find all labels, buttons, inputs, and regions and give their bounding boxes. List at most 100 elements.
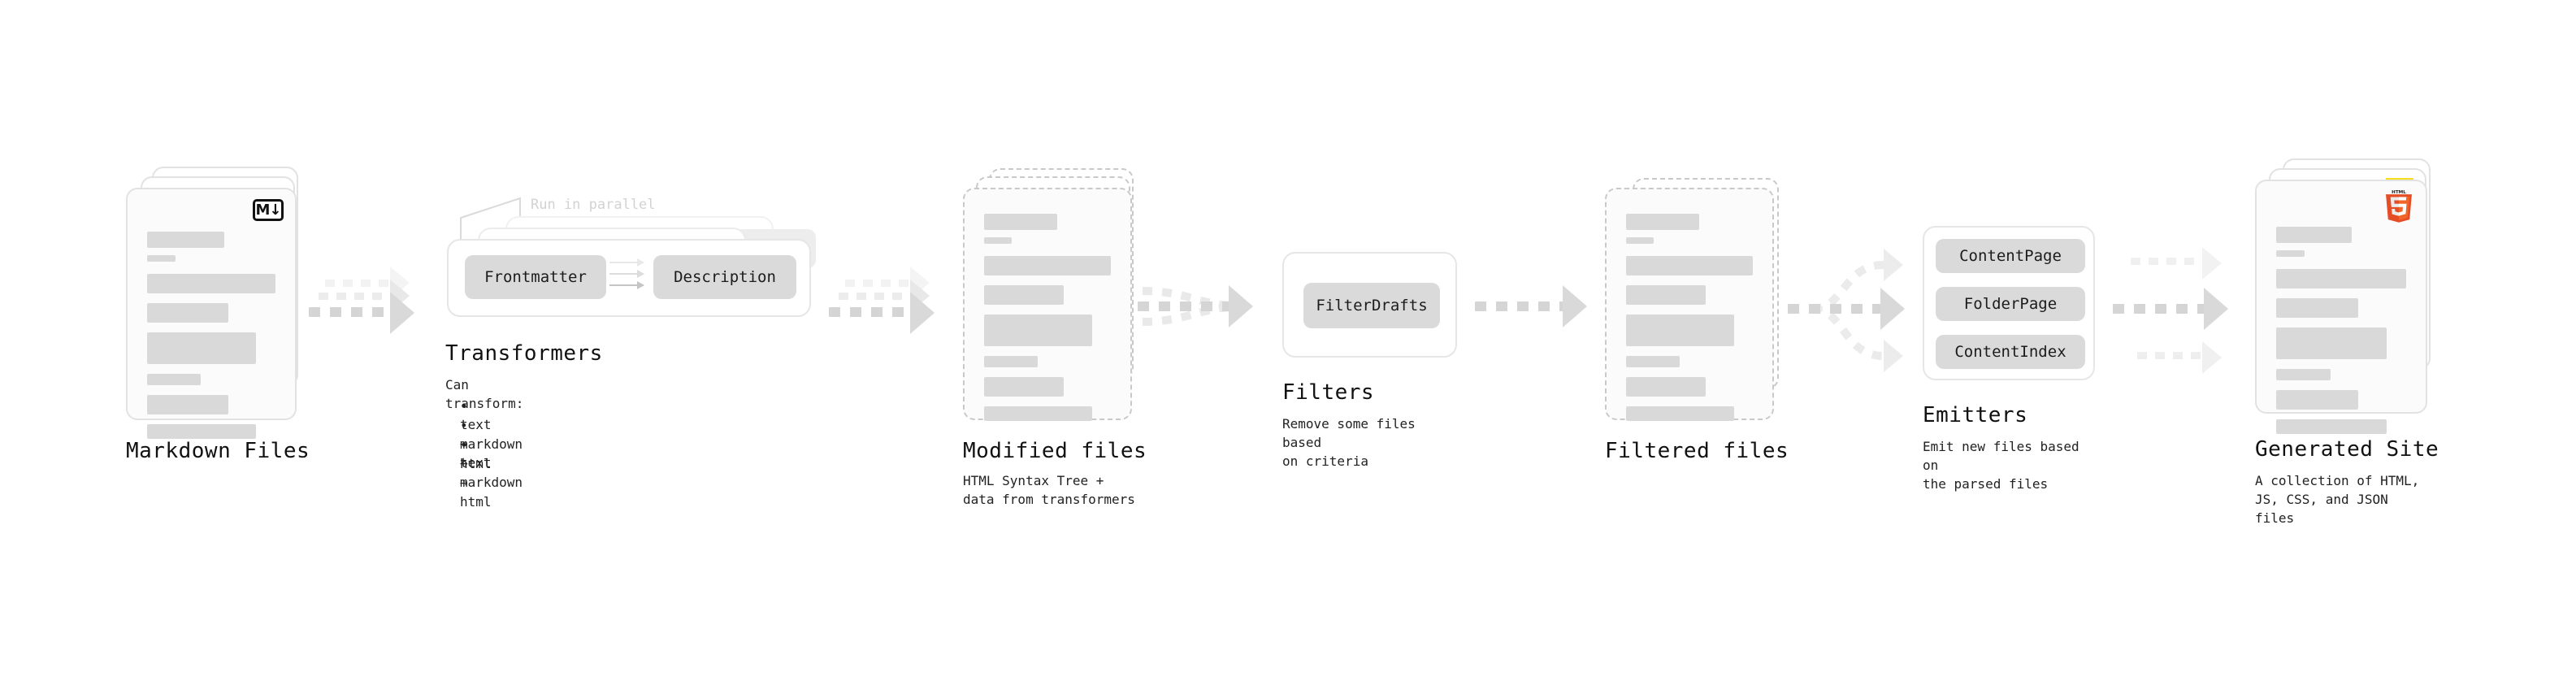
stage-title-markdown-files: Markdown Files [126, 439, 310, 463]
stage-title-filters: Filters [1282, 380, 1375, 405]
arrow-head [1884, 340, 1903, 372]
modified-files-subtitle: HTML Syntax Tree + data from transformer… [963, 473, 1135, 508]
stage-filters: FilterDrafts Filters Remove some files b… [1282, 252, 1457, 469]
transform-bullet-2: • html → html [460, 437, 492, 510]
arrow-emitters-to-site [2113, 236, 2259, 382]
skeleton-bar [984, 377, 1065, 397]
skeleton-bar [147, 303, 228, 323]
transform-bullet-1: • markdown → markdown [460, 418, 523, 490]
markdown-badge: M↓ [253, 199, 284, 221]
skeleton-bar [984, 256, 1111, 275]
emitters-panel: ContentPage FolderPage ContentIndex [1923, 226, 2095, 380]
dash-segment [839, 293, 917, 300]
skeleton-bar [1626, 285, 1706, 305]
parallel-bracket [460, 197, 521, 242]
card-skeleton [2276, 227, 2406, 434]
dash-segment [829, 307, 917, 317]
transformer-panel-front: Frontmatter Description [447, 239, 811, 317]
stage-title-filtered-files: Filtered files [1605, 439, 1789, 463]
dash-segment [309, 307, 397, 317]
skeleton-bar [984, 214, 1058, 230]
skeleton-bar [147, 374, 202, 385]
arrow-modified-to-filters [1138, 268, 1284, 349]
emitters-subtitle: Emit new files based on the parsed files [1923, 439, 2079, 492]
dash-segment [845, 280, 917, 287]
transformers-subtitle: Can transform: [445, 377, 524, 412]
card-front: M↓ [126, 188, 297, 439]
arrow-head [1880, 288, 1905, 330]
skeleton-bar [2276, 327, 2387, 359]
inner-arrow-ghost [609, 258, 644, 267]
skeleton-bar [2276, 419, 2387, 434]
stage-title-transformers: Transformers [445, 341, 603, 366]
stage-generated-site: JS HTML [2255, 158, 2439, 526]
generated-file-stack: JS HTML [2255, 158, 2434, 434]
card-front [963, 188, 1132, 421]
arrow-head [2202, 341, 2222, 374]
transform-bullet-0: • text → text [460, 398, 492, 471]
skeleton-bar [984, 285, 1065, 305]
dash-segment [319, 293, 397, 300]
skeleton-bar [1626, 356, 1680, 367]
markdown-file-stack: M↓ [126, 167, 301, 439]
skeleton-bar [2276, 269, 2406, 288]
arrow-head [1229, 285, 1253, 327]
skeleton-bar [2276, 369, 2331, 380]
arrow-filtered-to-emitters [1780, 236, 1926, 382]
inner-arrow [609, 281, 644, 289]
dash-segment [2131, 258, 2207, 265]
arrow-head [2202, 247, 2222, 280]
stage-emitters: ContentPage FolderPage ContentIndex Emit… [1923, 226, 2095, 492]
card-front [1605, 188, 1774, 421]
skeleton-bar [1626, 377, 1706, 397]
chip-filterdrafts[interactable]: FilterDrafts [1303, 283, 1440, 328]
skeleton-bar [147, 232, 224, 248]
skeleton-bar [1626, 256, 1753, 275]
chip-description[interactable]: Description [653, 255, 796, 299]
stage-title-emitters: Emitters [1923, 403, 2028, 427]
stage-title-generated-site: Generated Site [2255, 437, 2439, 462]
generated-site-subtitle: A collection of HTML, JS, CSS, and JSON … [2255, 473, 2420, 527]
card-skeleton [984, 214, 1111, 421]
arrow-md-to-transformers [309, 267, 418, 341]
run-in-parallel-note: Run in parallel [531, 197, 656, 213]
chip-contentindex[interactable]: ContentIndex [1936, 335, 2085, 369]
dash-segment [1788, 304, 1887, 314]
dash-segment [1475, 301, 1571, 311]
stage-markdown-files: M↓ Markdown Files [126, 167, 310, 463]
skeleton-bar [2276, 250, 2305, 257]
chip-frontmatter[interactable]: Frontmatter [465, 255, 606, 299]
html5-icon: HTML [2386, 190, 2412, 223]
skeleton-bar [984, 237, 1013, 244]
filters-panel: FilterDrafts [1282, 252, 1457, 358]
skeleton-bar [984, 406, 1092, 421]
arrow-filters-to-filtered [1475, 285, 1597, 340]
inner-arrow-ghost [609, 270, 644, 278]
skeleton-bar [984, 314, 1092, 346]
arrow-head [1884, 249, 1903, 281]
filters-subtitle: Remove some files based on criteria [1282, 416, 1416, 470]
chip-folderpage[interactable]: FolderPage [1936, 287, 2085, 321]
dash-segment [325, 280, 397, 287]
stage-modified-files: Modified files HTML Syntax Tree + data f… [963, 167, 1147, 507]
skeleton-bar [1626, 214, 1700, 230]
skeleton-bar [2276, 390, 2358, 410]
skeleton-bar [147, 255, 176, 262]
skeleton-bar [147, 395, 228, 414]
dash-segment [2113, 304, 2210, 314]
skeleton-bar [147, 274, 275, 293]
skeleton-bar [2276, 298, 2358, 318]
card-front: HTML [2255, 180, 2427, 434]
arrow-head [2204, 288, 2228, 330]
arrow-head [910, 292, 935, 334]
arrow-head [1563, 285, 1587, 327]
skeleton-bar [2276, 227, 2352, 243]
stage-filtered-files: Filtered files [1605, 167, 1789, 463]
chip-contentpage[interactable]: ContentPage [1936, 239, 2085, 273]
dash-segment [2137, 352, 2207, 359]
skeleton-bar [1626, 314, 1734, 346]
arrow-head [390, 292, 414, 334]
filtered-file-stack [1605, 167, 1780, 421]
modified-file-stack [963, 167, 1138, 421]
